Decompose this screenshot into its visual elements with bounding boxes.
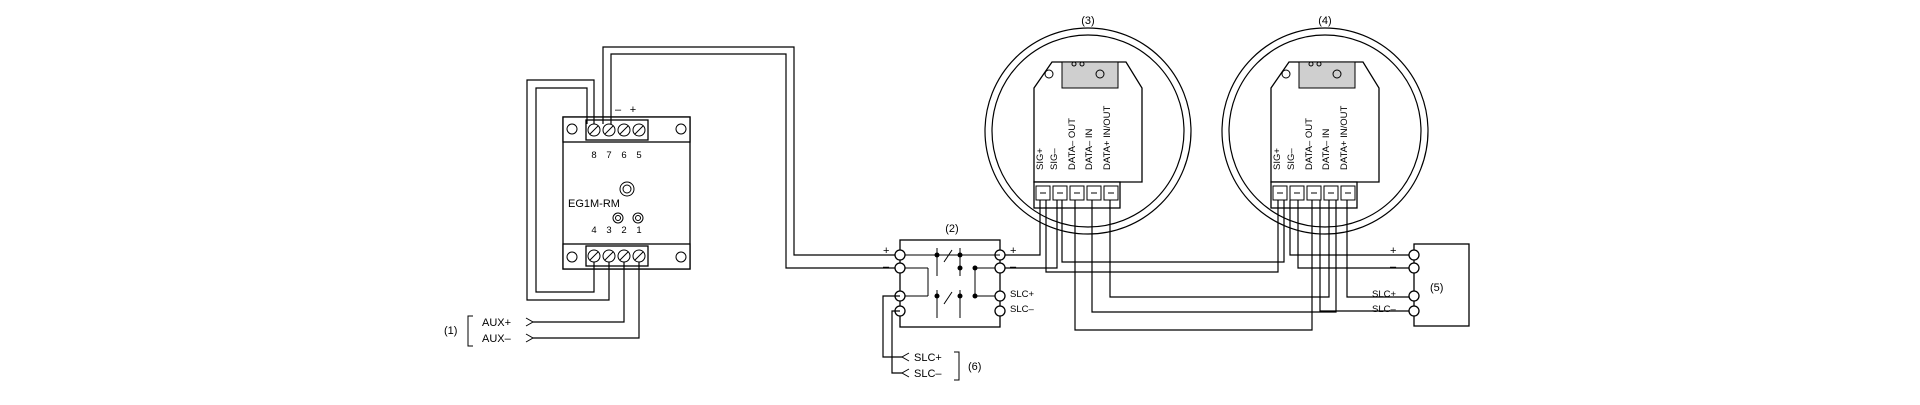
end-device-slc-minus: SLC– (1372, 304, 1396, 315)
mount-hole (675, 123, 687, 135)
device-4-sig-minus: SIG– (1286, 148, 1297, 170)
switch-knob (632, 212, 644, 224)
module-name: EG1M-RM (568, 198, 620, 210)
device-3: (3) SIG+ SIG– DATA– OUT DATA– IN DATA+ I… (984, 15, 1192, 235)
end-device-slc-plus: SLC+ (1372, 289, 1396, 300)
aux-callout: (1) AUX+ AUX– (444, 315, 535, 347)
device-4-data-minus-in: DATA– IN (1321, 129, 1332, 170)
terminal-1-label: 1 (636, 225, 641, 236)
top-terminal-block (585, 119, 649, 141)
end-device-5: + – SLC+ SLC– (5) (1372, 243, 1470, 327)
eg1m-rm-module: 8 7 6 5 – + EG1M-RM 4 3 2 1 (562, 104, 691, 270)
switch-knob (612, 212, 624, 224)
polarity-minus-label: – (615, 104, 622, 116)
slc-bottom-plus: SLC+ (914, 352, 942, 364)
slc-bottom: SLC+ SLC– (6) (882, 295, 981, 381)
callout-1: (1) (444, 325, 457, 337)
terminal-5-label: 5 (636, 150, 641, 161)
device-4-data-plus-inout: DATA+ IN/OUT (1339, 105, 1350, 170)
terminal-6-label: 6 (621, 150, 626, 161)
device-wiring (1005, 200, 1409, 331)
terminal-8-label: 8 (591, 150, 596, 161)
device-3-data-plus-inout: DATA+ IN/OUT (1102, 105, 1113, 170)
device-4-outer-ring (1221, 27, 1429, 235)
device-3-outer-ring (984, 27, 1192, 235)
terminal-4-label: 4 (591, 225, 596, 236)
device-4: (4) SIG+ SIG– DATA– OUT DATA– IN DATA+ I… (1221, 15, 1429, 235)
device-4-data-minus-out: DATA– OUT (1304, 118, 1315, 170)
callout-5: (5) (1430, 282, 1443, 294)
device-3-screws (1035, 185, 1119, 201)
device-3-inner-ring (991, 34, 1185, 228)
indicator-led (619, 181, 635, 197)
isolator-right-slc-minus: SLC– (1010, 304, 1034, 315)
end-device-5-body (1413, 243, 1470, 327)
callout-6: (6) (968, 361, 981, 373)
mount-hole (566, 251, 578, 263)
callout-2: (2) (945, 223, 958, 235)
polarity-plus-label: + (630, 104, 636, 116)
end-device-5-terminals (1408, 249, 1420, 317)
callout-4: (4) (1318, 15, 1331, 27)
top-screws (587, 123, 646, 137)
callout-3: (3) (1081, 15, 1094, 27)
slc-bottom-minus: SLC– (914, 368, 942, 380)
isolator-right-terminals (994, 249, 1006, 317)
module-wiring (526, 46, 900, 339)
isolator-left-plus: + (883, 245, 889, 257)
device-4-inner-ring (1228, 34, 1422, 228)
isolator: (2) + – + – SLC+ SLC– (883, 223, 1034, 328)
isolator-left-terminals (894, 249, 906, 317)
bottom-terminal-block (585, 245, 649, 267)
device-3-data-minus-out: DATA– OUT (1067, 118, 1078, 170)
device-4-screws (1272, 185, 1356, 201)
terminal-3-label: 3 (606, 225, 611, 236)
terminal-7-label: 7 (606, 150, 611, 161)
terminal-2-label: 2 (621, 225, 626, 236)
device-3-data-minus-in: DATA– IN (1084, 129, 1095, 170)
aux-plus-label: AUX+ (482, 317, 511, 329)
device-3-sig-plus: SIG+ (1035, 148, 1046, 170)
device-3-sig-minus: SIG– (1049, 148, 1060, 170)
isolator-left-minus: – (883, 261, 890, 273)
end-device-plus: + (1390, 245, 1396, 257)
end-device-minus: – (1390, 261, 1397, 273)
isolator-right-plus: + (1010, 245, 1016, 257)
mount-hole (566, 123, 578, 135)
device-4-sig-plus: SIG+ (1272, 148, 1283, 170)
aux-minus-label: AUX– (482, 333, 512, 345)
isolator-right-minus: – (1010, 261, 1017, 273)
mount-hole (675, 251, 687, 263)
isolator-right-slc-plus: SLC+ (1010, 289, 1034, 300)
